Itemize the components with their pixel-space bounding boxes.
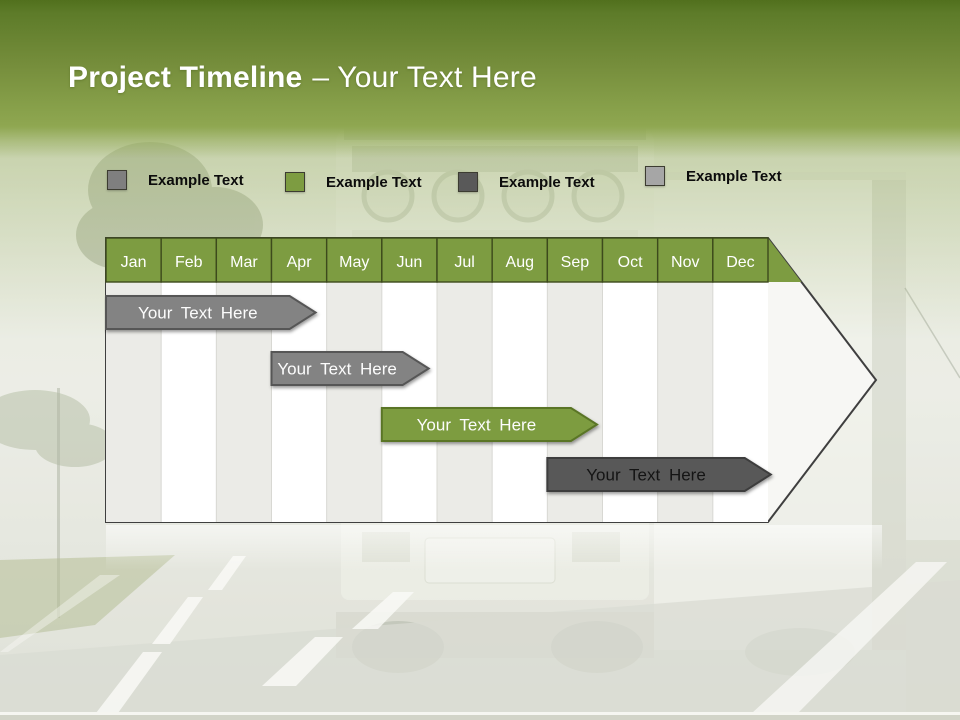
timeline-bar-label[interactable]: Your Text Here: [417, 416, 537, 435]
header-wedge: [768, 238, 802, 282]
month-label: Jan: [121, 254, 147, 271]
road: [0, 555, 960, 713]
month-header-cell: [712, 237, 769, 283]
title-placeholder[interactable]: – Your Text Here: [312, 61, 537, 94]
legend-label: Example Text: [148, 171, 244, 189]
timeline-bar-label[interactable]: Your Text Here: [277, 360, 397, 379]
month-label: Aug: [506, 254, 534, 271]
month-label: Nov: [671, 254, 699, 271]
timeline-bar[interactable]: [380, 407, 599, 442]
month-label: Oct: [618, 254, 643, 271]
legend-swatch: [285, 172, 305, 192]
month-column: [437, 282, 493, 522]
chart-reflection: [106, 525, 882, 570]
timeline-bar[interactable]: [546, 457, 773, 492]
month-header-cell: [160, 237, 218, 283]
month-label: Mar: [230, 254, 258, 271]
month-label: Feb: [175, 254, 203, 271]
month-column: [381, 282, 437, 522]
month-column: [326, 282, 382, 522]
legend-item[interactable]: Example Text: [107, 170, 244, 190]
month-label: Sep: [561, 254, 590, 271]
legend-swatch: [458, 172, 478, 192]
timeline-bar[interactable]: [270, 351, 431, 386]
month-label: Dec: [726, 254, 754, 271]
month-label: Jul: [454, 254, 474, 271]
month-header-cell: [215, 237, 273, 283]
legend-label: Example Text: [686, 167, 782, 185]
month-label: May: [339, 254, 369, 271]
footer-strip: [0, 715, 960, 720]
slide-title: Project Timeline – Your Text Here: [68, 60, 537, 96]
green-header-band: Project Timeline – Your Text Here: [0, 0, 960, 158]
legend-swatch: [107, 170, 127, 190]
legend-label: Example Text: [499, 173, 595, 191]
legend-item[interactable]: Example Text: [458, 172, 595, 192]
month-header-cell: [381, 237, 438, 283]
footer-highlight-line: [0, 712, 960, 715]
legend-label: Example Text: [326, 173, 422, 191]
timeline-bar-label[interactable]: Your Text Here: [138, 304, 258, 323]
legend-item[interactable]: Example Text: [285, 172, 422, 192]
timeline-bar[interactable]: [105, 295, 318, 330]
month-column: [492, 282, 548, 522]
month-label: Jun: [397, 254, 423, 271]
road-markings: [0, 556, 947, 713]
trees-far-left: [0, 390, 115, 467]
month-header-cell: [270, 237, 328, 283]
light-pole: [57, 388, 60, 618]
timeline-bar-label[interactable]: Your Text Here: [586, 466, 706, 485]
title-main: Project Timeline: [68, 61, 303, 94]
legend-swatch: [645, 166, 665, 186]
legend-item[interactable]: Example Text: [645, 166, 782, 186]
month-header-cell: [601, 237, 659, 283]
month-header-cell: [546, 237, 604, 283]
month-label: Apr: [287, 254, 313, 271]
